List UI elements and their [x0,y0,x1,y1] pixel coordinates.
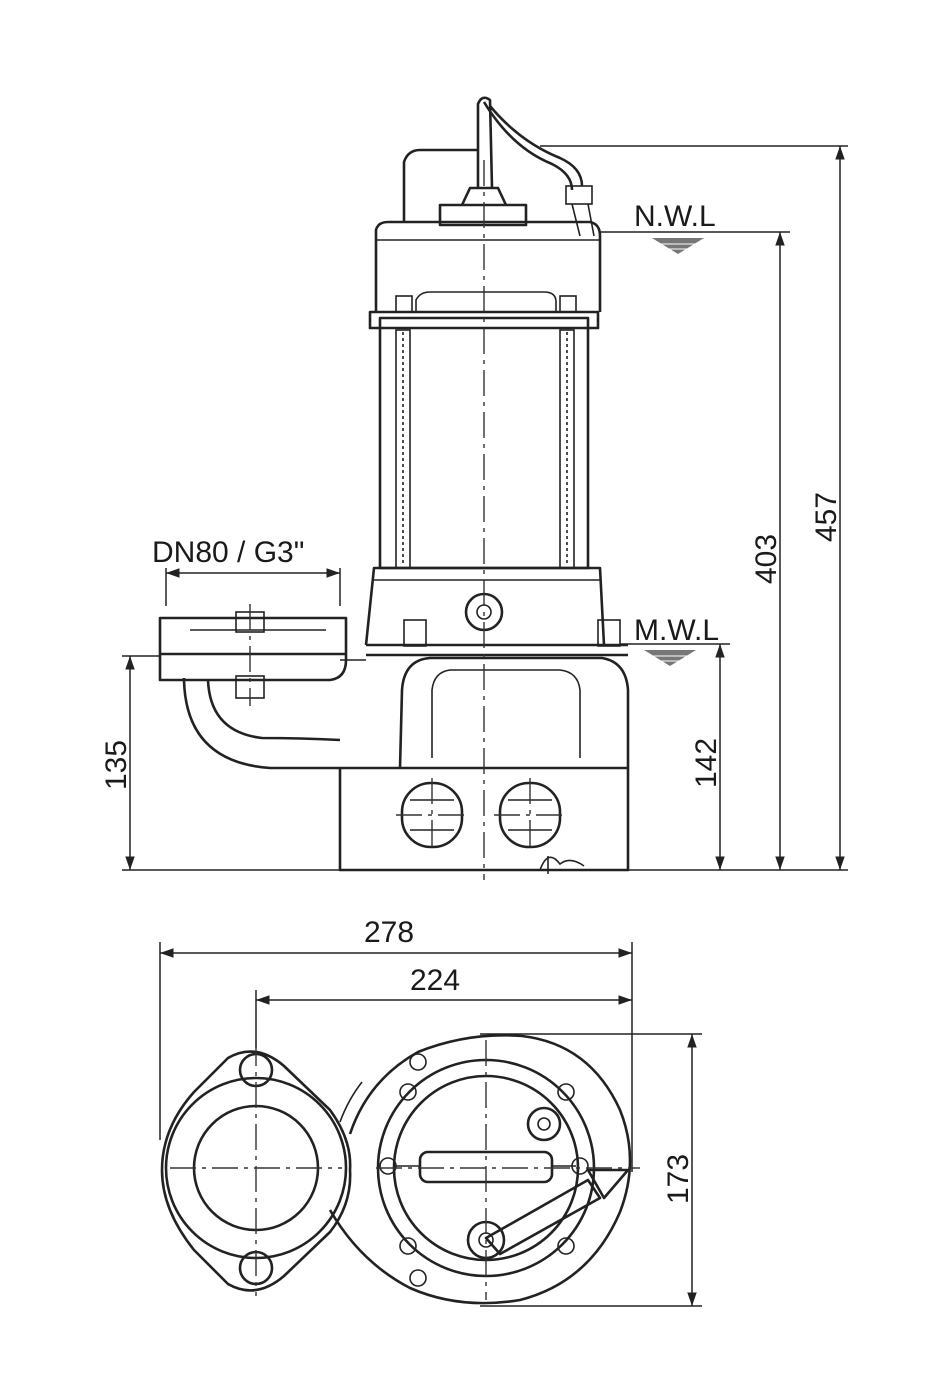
flange-plan [160,1040,352,1296]
outlet-size-label: DN80 / G3" [152,536,304,569]
total-width-value: 278 [364,916,414,949]
strainer-windows [396,778,566,852]
depth-dimension: 173 [480,1033,702,1307]
total-height-value: 457 [810,492,843,542]
plan-view: 278 224 173 [159,916,702,1307]
lower-housing [364,566,621,647]
handle-and-cable [402,96,595,237]
outlet-height-dimension: 135 [100,655,340,871]
outlet-size-dimension: DN80 / G3" [152,536,341,606]
volute-plan [328,1034,632,1305]
mwl-symbol [620,643,730,666]
total-width-dimension: 278 [159,916,633,1172]
center-width-dimension: 224 [255,964,632,1048]
outlet-height-value: 135 [100,740,133,790]
mwl-height-value: 142 [690,738,723,788]
motor-plan [376,1040,640,1300]
total-height-dimension: 457 [540,145,848,870]
top-cover [374,186,602,313]
side-view: N.W.L M.W.L DN80 / G3" 135 142 403 [100,96,848,880]
mwl-height-dimension: 142 [628,644,848,871]
volute-casing [366,643,630,769]
nwl-height-value: 403 [750,534,783,584]
mwl-label: M.W.L [634,614,719,647]
center-width-value: 224 [410,964,460,997]
nwl-symbol [600,231,790,254]
discharge-outlet [158,604,366,770]
depth-value: 173 [662,1154,695,1204]
nwl-height-dimension: 403 [750,232,785,870]
nwl-label: N.W.L [634,200,716,233]
